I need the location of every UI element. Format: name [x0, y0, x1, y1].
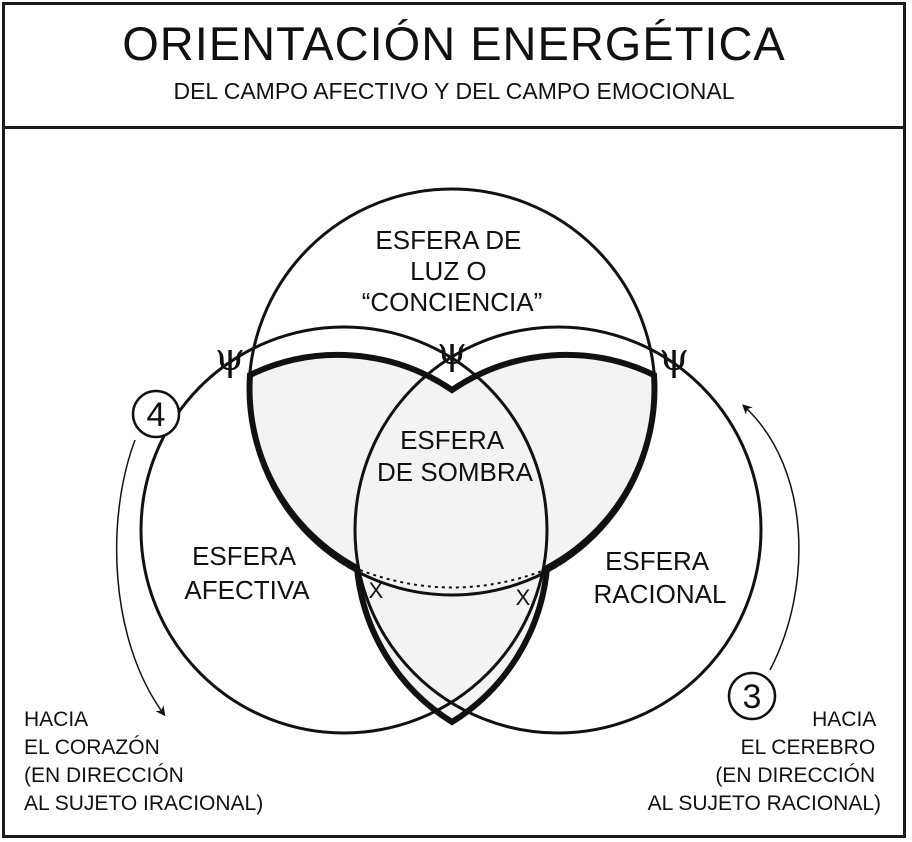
right-curved-arrow: [742, 404, 800, 671]
x-marker-right: X: [516, 585, 531, 610]
psi-symbol-right: ψ: [659, 335, 689, 379]
affective-sphere-label: ESFERA AFECTIVA: [184, 541, 310, 605]
number-3-label: 3: [743, 678, 762, 716]
right-side-note: HACIA EL CEREBRO (EN DIRECCIÓN AL SUJETO…: [648, 708, 881, 815]
number-4-circle: [131, 389, 181, 439]
shadow-region-fill: [249, 354, 655, 722]
page-subtitle: DEL CAMPO AFECTIVO Y DEL CAMPO EMOCIONAL: [173, 78, 735, 104]
psi-symbol-left: ψ: [215, 335, 245, 379]
header: ORIENTACIÓN ENERGÉTICA DEL CAMPO AFECTIV…: [2, 2, 906, 129]
psi-symbol-center: ψ: [437, 329, 467, 373]
dotted-arc: [359, 569, 546, 589]
rational-sphere-label: ESFERA RACIONAL: [594, 546, 727, 609]
number-3-circle: [727, 671, 777, 721]
affective-sphere-circle: [139, 325, 549, 735]
x-marker-left: X: [369, 578, 384, 603]
left-curved-arrow: [115, 439, 166, 717]
light-sphere-label: ESFERA DE LUZ O “CONCIENCIA”: [362, 225, 543, 317]
shadow-sphere-label: ESFERA DE SOMBRA: [377, 425, 534, 487]
rational-sphere-circle: [353, 325, 763, 735]
page-title: ORIENTACIÓN ENERGÉTICA: [122, 17, 786, 70]
left-side-note: HACIA EL CORAZÓN (EN DIRECCIÓN AL SUJETO…: [24, 708, 263, 815]
shadow-region-outline: [246, 351, 658, 726]
number-4-label: 4: [147, 396, 166, 434]
